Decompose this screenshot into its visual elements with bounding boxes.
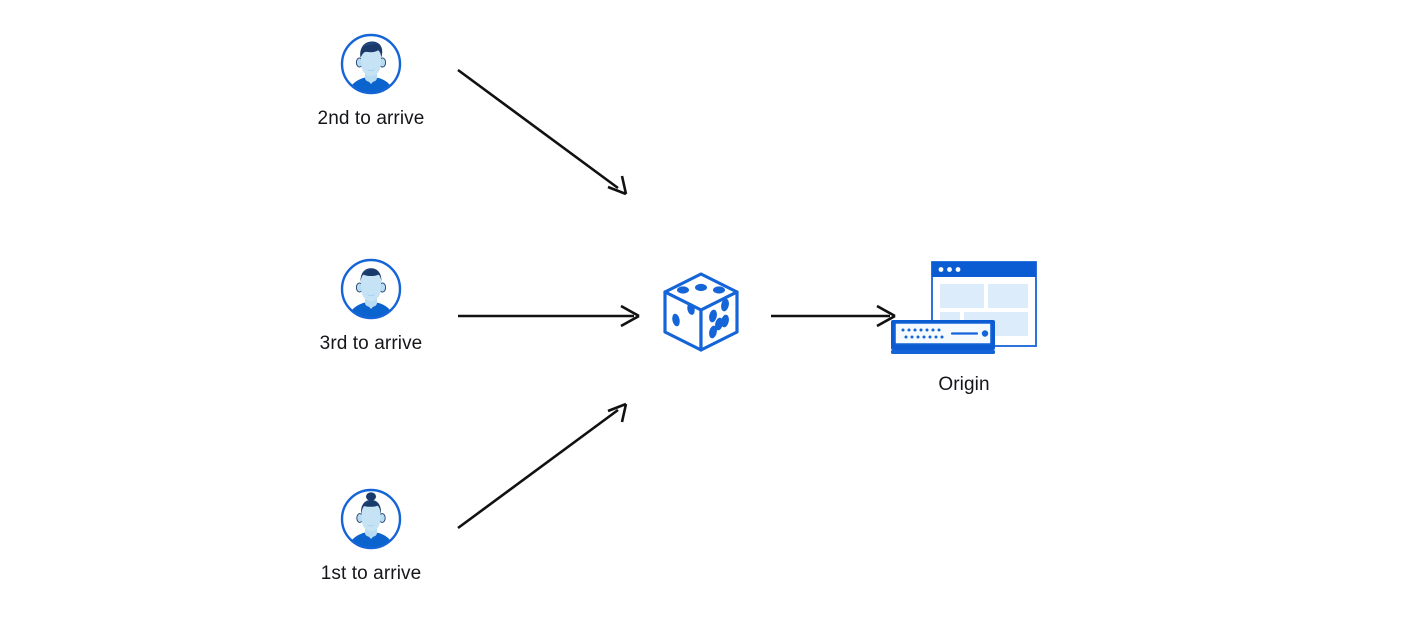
user-avatar-female-icon [339,487,403,551]
client-label-1st: 1st to arrive [320,563,422,584]
origin-label: Origin [938,374,990,395]
arrow-1st-to-dice [457,402,628,530]
user-avatar-male-icon [339,32,403,96]
arrow-2nd-to-dice [457,68,628,196]
client-node-3rd[interactable]: 3rd to arrive [271,257,471,355]
client-node-2nd[interactable]: 2nd to arrive [271,32,471,130]
random-balancer-node[interactable] [651,262,751,362]
client-label-2nd: 2nd to arrive [317,108,425,129]
client-node-1st[interactable]: 1st to arrive [271,487,471,585]
client-label-3rd: 3rd to arrive [319,333,423,354]
server-appliance-icon [891,320,995,354]
arrow-3rd-to-dice [458,304,640,328]
user-avatar-male-icon [339,257,403,321]
dice-icon [651,262,751,362]
origin-server-icon [874,250,1054,370]
origin-node[interactable]: Origin [874,250,1054,396]
